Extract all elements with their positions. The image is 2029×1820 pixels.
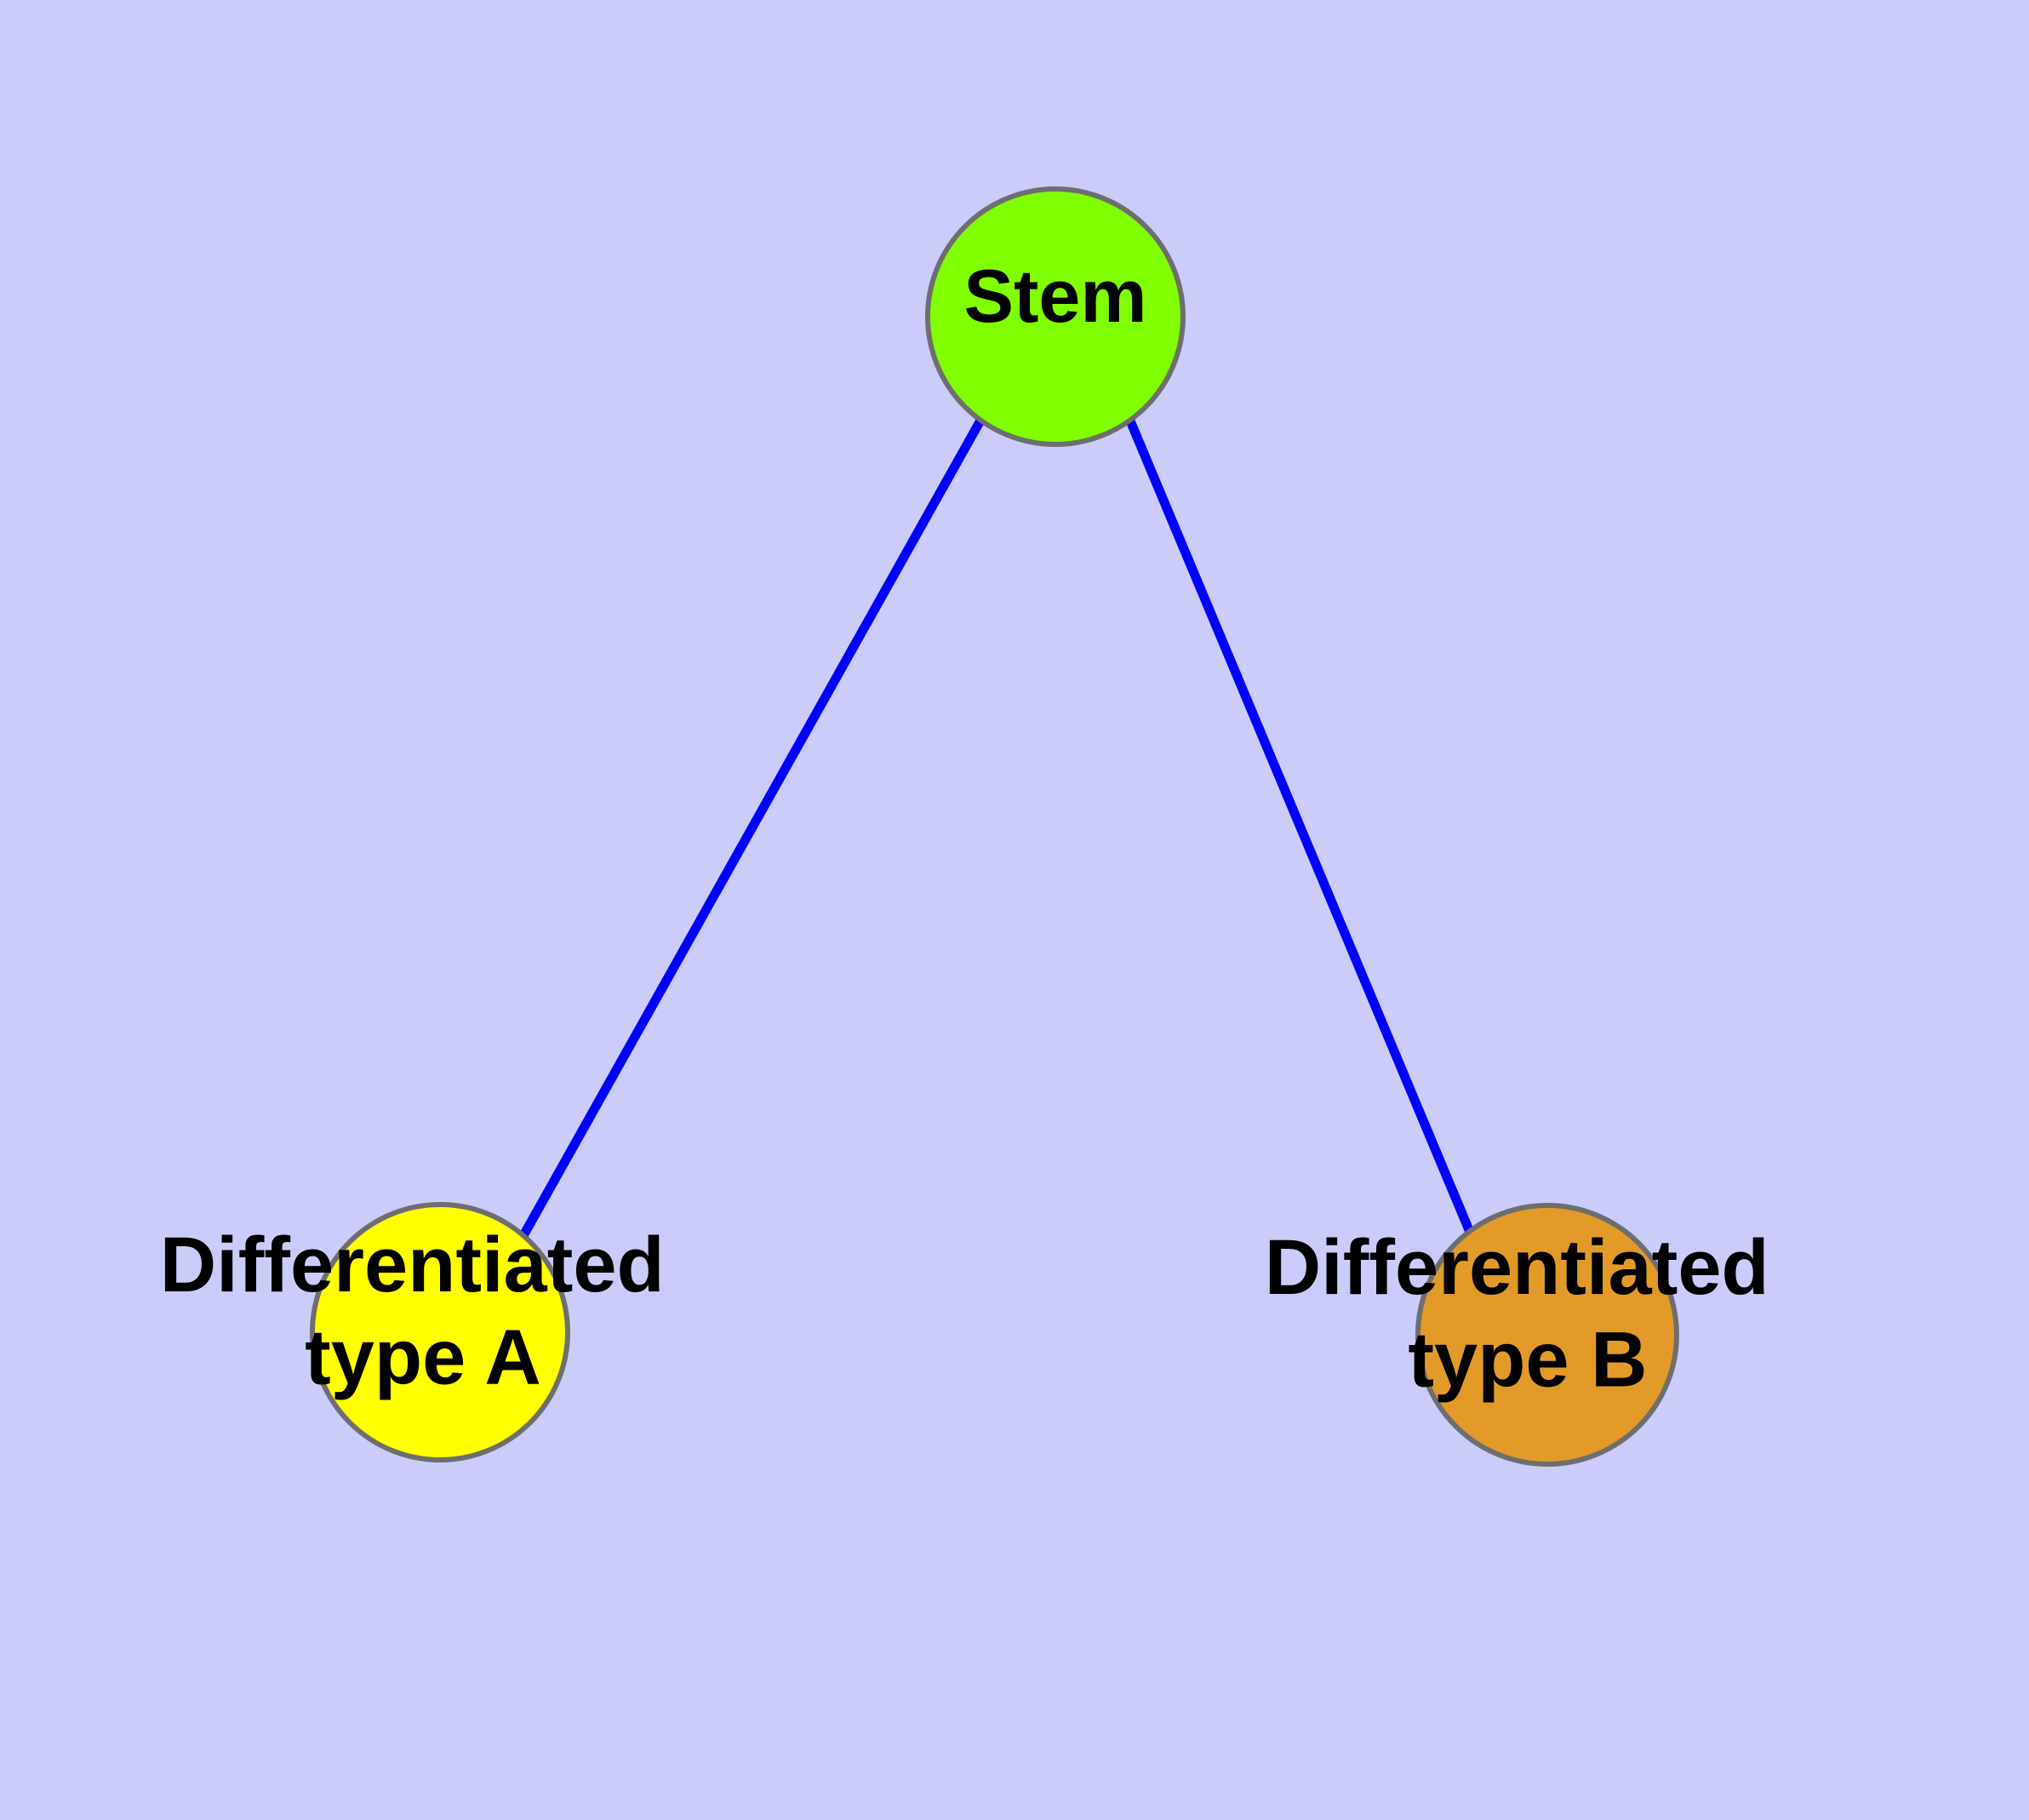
- node-differentiated-type-b-label-line-1: Differentiated: [1265, 1224, 1769, 1311]
- node-stem-label: Stem: [963, 254, 1146, 338]
- edges-layer: [517, 416, 1477, 1241]
- nodes-layer: Stem Differentiated type A Differentiate…: [160, 186, 1792, 1467]
- edge-stem-to-differentiated-type-a[interactable]: [517, 418, 985, 1241]
- edge-stem-to-differentiated-type-b[interactable]: [1124, 416, 1477, 1239]
- node-stem-label-line-1: Stem: [963, 254, 1146, 338]
- node-differentiated-type-a-circle[interactable]: [310, 1202, 570, 1462]
- node-differentiated-type-a-label-line-2: type A: [305, 1314, 541, 1401]
- node-stem-circle[interactable]: [925, 186, 1186, 447]
- node-differentiated-type-b-label-line-2: type B: [1408, 1317, 1647, 1404]
- node-differentiated-type-b-circle[interactable]: [1415, 1203, 1679, 1467]
- node-stem[interactable]: Stem: [925, 186, 1186, 447]
- node-differentiated-type-a-label: Differentiated type A: [160, 1222, 687, 1401]
- node-differentiated-type-a-label-line-1: Differentiated: [160, 1222, 665, 1308]
- node-differentiated-type-b-label: Differentiated type B: [1265, 1224, 1792, 1404]
- node-differentiated-type-a[interactable]: Differentiated type A: [160, 1202, 687, 1462]
- node-differentiated-type-b[interactable]: Differentiated type B: [1265, 1203, 1792, 1467]
